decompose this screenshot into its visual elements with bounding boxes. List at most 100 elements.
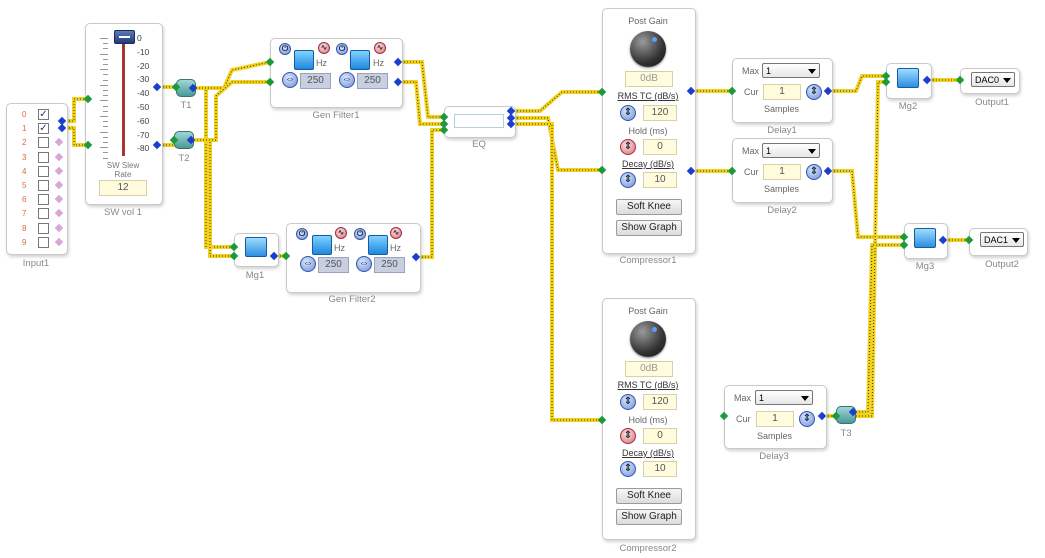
output1-label: Output1 — [975, 97, 1009, 108]
genfilter1-freq2-value[interactable]: 250 — [357, 73, 388, 89]
lowpass-filter-icon[interactable] — [312, 235, 332, 255]
genfilter2-freq2-value[interactable]: 250 — [374, 257, 405, 273]
delay2-cur-label: Cur — [744, 167, 759, 177]
sine-wave-icon[interactable]: ∿ — [390, 227, 402, 239]
hold-knob-icon[interactable]: ⇕ — [620, 139, 636, 155]
input-channel-checkbox[interactable]: ✓ — [38, 123, 49, 135]
compressor1-show-graph-button[interactable]: Show Graph — [616, 220, 682, 236]
signal-wire[interactable] — [196, 60, 271, 90]
input-channel-checkbox[interactable] — [38, 165, 49, 177]
output2-label: Output2 — [985, 259, 1019, 270]
input-channel-checkbox[interactable] — [38, 180, 49, 191]
compressor1-gain-value[interactable]: 0dB — [625, 71, 673, 87]
input-channel-checkbox[interactable] — [38, 151, 49, 163]
input-channel-checkbox[interactable] — [38, 194, 49, 206]
compressor2-rms-value[interactable]: 120 — [643, 394, 677, 410]
signal-wire[interactable] — [194, 138, 234, 258]
cur-knob-icon[interactable]: ⇕ — [799, 411, 815, 427]
input-channel-checkbox[interactable] — [38, 222, 49, 234]
compressor2-gain-knob[interactable] — [630, 321, 666, 357]
mg2-label: Mg2 — [898, 101, 918, 112]
output2-dropdown[interactable]: DAC1 — [980, 232, 1024, 247]
power-icon[interactable]: ⏻ — [354, 228, 366, 240]
swvol1-scale-tick-label: -80 — [137, 143, 150, 154]
compressor1-decay-value[interactable]: 10 — [643, 172, 677, 188]
swvol1-slider-track[interactable] — [122, 36, 125, 156]
input-channel-checkbox[interactable] — [38, 208, 49, 220]
swvol1-scale-tick-label: 0 — [137, 33, 142, 43]
input-channel-checkbox[interactable] — [38, 236, 49, 248]
swvol1-scale-tick-label: -10 — [137, 46, 150, 57]
input-channel-checkbox[interactable] — [38, 137, 49, 149]
hold-knob-icon[interactable]: ⇕ — [620, 428, 636, 444]
sine-wave-icon[interactable]: ∿ — [318, 42, 330, 54]
output1-dropdown[interactable]: DAC0 — [971, 72, 1015, 87]
signal-wire[interactable] — [514, 90, 602, 113]
compressor2-rms-label[interactable]: RMS TC (dB/s) — [617, 380, 679, 390]
delay2-max-dropdown[interactable]: 1 — [762, 143, 820, 158]
frequency-knob-icon[interactable]: ⇔ — [339, 72, 355, 88]
input-channel-number: 8 — [22, 223, 27, 233]
rms-knob-icon[interactable]: ⇕ — [620, 394, 636, 410]
lowpass-filter-icon[interactable] — [368, 235, 388, 255]
cur-knob-icon[interactable]: ⇕ — [806, 164, 822, 180]
input-channel-number: 7 — [22, 209, 27, 219]
mg1-label: Mg1 — [245, 270, 265, 281]
swvol1-tick-mark — [103, 136, 108, 138]
decay-knob-icon[interactable]: ⇕ — [620, 172, 636, 188]
cur-knob-icon[interactable]: ⇕ — [806, 84, 822, 100]
delay2-cur-value[interactable]: 1 — [763, 164, 801, 180]
frequency-knob-icon[interactable]: ⇔ — [356, 256, 372, 272]
delay3-max-dropdown[interactable]: 1 — [755, 390, 813, 405]
swvol1-scale-tick-label: -40 — [137, 88, 150, 99]
signal-wire-dots — [831, 75, 886, 92]
signal-wire-dots — [401, 61, 444, 118]
compressor1-decay-label[interactable]: Decay (dB/s) — [621, 159, 674, 169]
swvol1-tick-mark — [103, 121, 108, 123]
genfilter1-freq1-value[interactable]: 250 — [300, 73, 331, 89]
signal-wire-dots — [66, 127, 88, 146]
compressor1-soft-knee-button[interactable]: Soft Knee — [616, 199, 682, 215]
signal-wire-dots — [401, 81, 444, 125]
signal-wire[interactable] — [401, 60, 444, 119]
frequency-knob-icon[interactable]: ⇔ — [300, 256, 316, 272]
compressor1-hold-value[interactable]: 0 — [643, 139, 677, 155]
power-icon[interactable]: ⏻ — [279, 43, 291, 55]
swvol1-slew-value[interactable]: 12 — [99, 180, 147, 196]
signal-wire-dots — [194, 139, 234, 257]
delay1-cur-value[interactable]: 1 — [763, 84, 801, 100]
compressor2-soft-knee-button[interactable]: Soft Knee — [616, 488, 682, 504]
compressor2-show-graph-button[interactable]: Show Graph — [616, 509, 682, 525]
input-channel-checkbox[interactable]: ✓ — [38, 109, 49, 120]
genfilter1-label: Gen Filter1 — [312, 110, 360, 121]
rms-knob-icon[interactable]: ⇕ — [620, 105, 636, 121]
compressor2-label: Compressor2 — [619, 543, 677, 554]
power-icon[interactable]: ⏻ — [296, 228, 308, 240]
delay3-max-label: Max — [734, 393, 752, 403]
swvol1-tick-mark — [103, 126, 108, 128]
sine-wave-icon[interactable]: ∿ — [335, 227, 347, 239]
compressor1-hold-label: Hold (ms) — [628, 126, 668, 136]
delay1-max-dropdown[interactable]: 1 — [762, 63, 820, 78]
signal-wire[interactable] — [856, 243, 904, 414]
frequency-knob-icon[interactable]: ⇔ — [282, 72, 298, 88]
swvol1-slider-handle[interactable] — [114, 30, 135, 44]
highpass-filter-icon[interactable] — [294, 50, 314, 70]
compressor1-rms-value[interactable]: 120 — [643, 105, 677, 121]
compressor1-gain-knob[interactable] — [630, 31, 666, 67]
delay3-cur-value[interactable]: 1 — [756, 411, 794, 427]
genfilter2-freq1-value[interactable]: 250 — [318, 257, 349, 273]
highpass-filter-icon[interactable] — [350, 50, 370, 70]
t1-label: T1 — [180, 100, 192, 111]
sine-wave-icon[interactable]: ∿ — [374, 42, 386, 54]
compressor1-rms-label[interactable]: RMS TC (dB/s) — [617, 91, 679, 101]
compressor2-gain-value[interactable]: 0dB — [625, 361, 673, 377]
swvol1-tick-mark — [100, 131, 108, 133]
power-icon[interactable]: ⏻ — [336, 43, 348, 55]
input-channel-number: 3 — [22, 152, 27, 162]
compressor2-decay-label[interactable]: Decay (dB/s) — [621, 448, 674, 458]
decay-knob-icon[interactable]: ⇕ — [620, 461, 636, 477]
compressor2-hold-value[interactable]: 0 — [643, 428, 677, 444]
signal-wire[interactable] — [831, 169, 904, 239]
compressor2-decay-value[interactable]: 10 — [643, 461, 677, 477]
